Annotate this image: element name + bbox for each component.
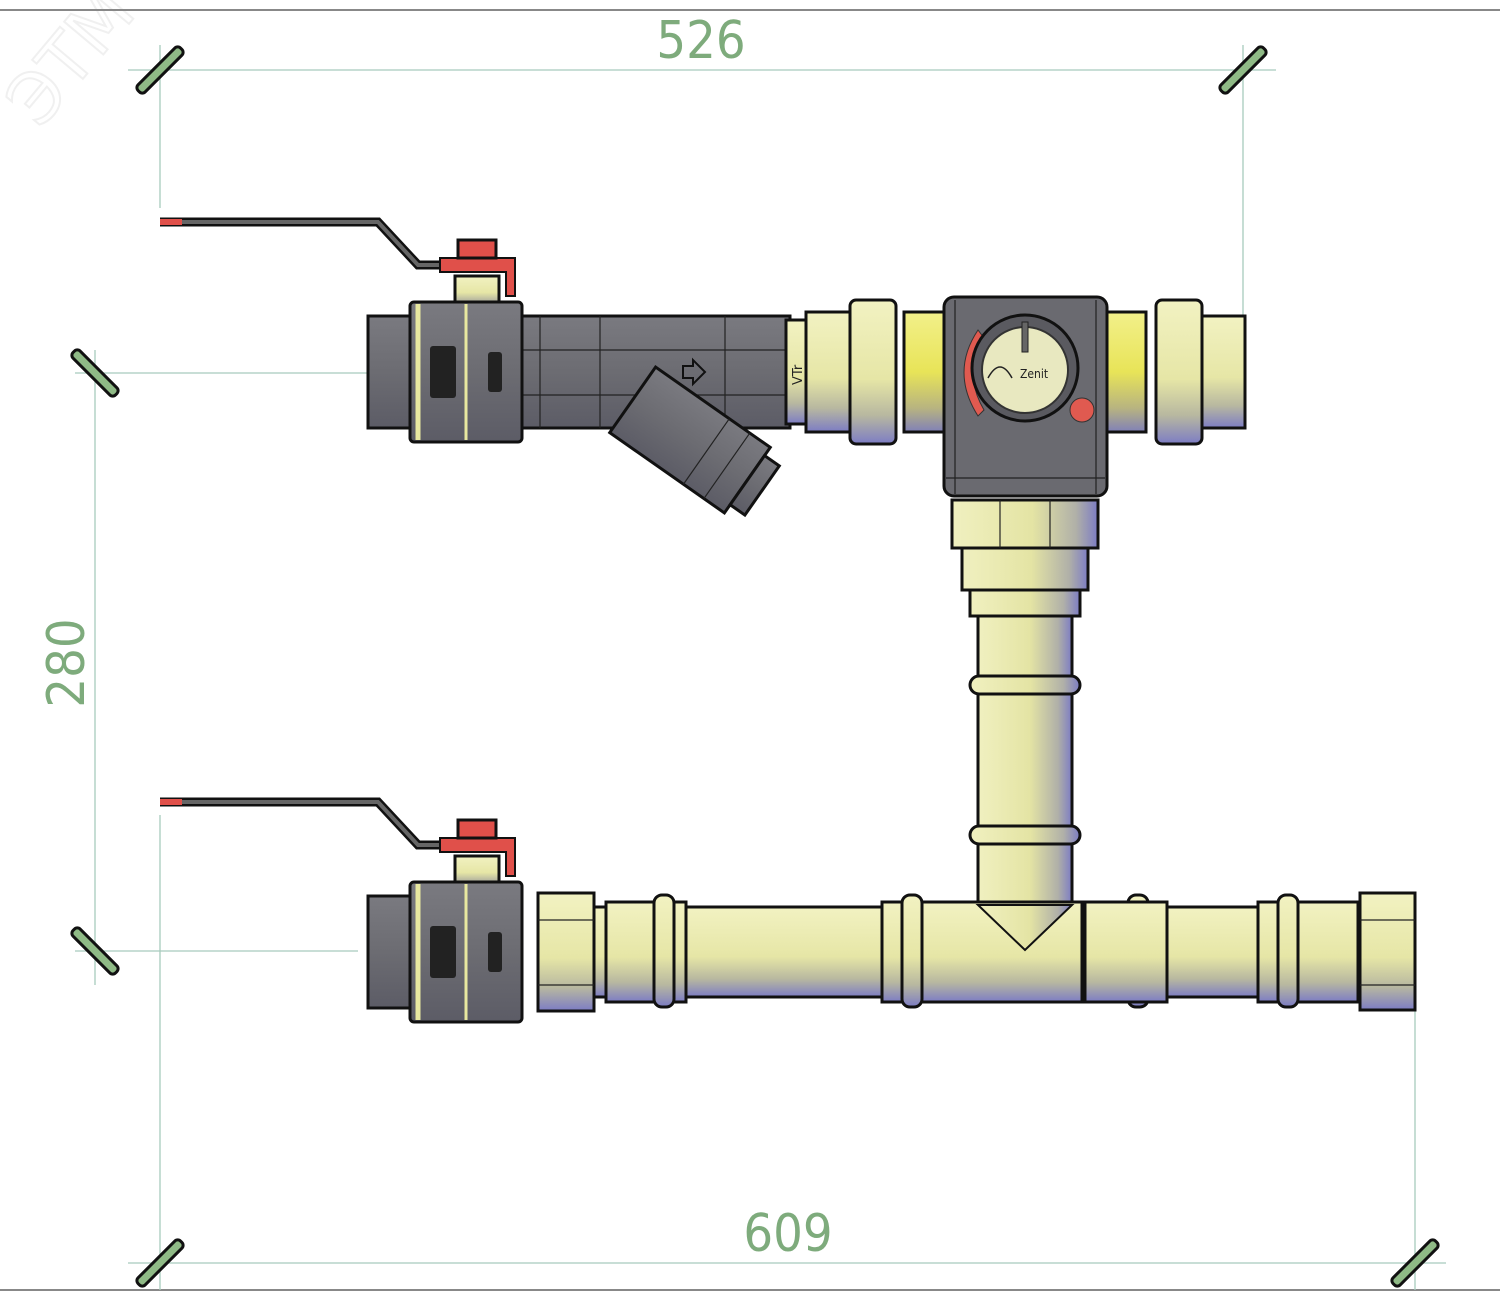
handle-tip — [160, 799, 182, 805]
dimension-tick — [70, 926, 120, 976]
dimension-bottom-value: 609 — [743, 1204, 832, 1264]
size-mark — [488, 352, 502, 392]
gauge-icon — [987, 366, 1013, 379]
brand-mark — [430, 926, 456, 978]
top-right-union — [1104, 298, 1247, 446]
dimension-tick — [1218, 45, 1268, 95]
actuator-label: Zenit — [1020, 367, 1048, 381]
flow-arrow-icon — [682, 357, 707, 387]
top-left-union: VTr — [784, 298, 946, 446]
ball-valve-top[interactable] — [160, 217, 524, 444]
strainer — [518, 314, 792, 518]
vertical-pipe — [950, 498, 1100, 912]
handle-tip — [160, 219, 182, 225]
knob-pointer — [1021, 321, 1029, 353]
bottom-pipe — [536, 891, 1417, 1013]
fitting-mark: VTr — [791, 364, 806, 385]
dimension-tick — [1390, 1238, 1440, 1288]
dimension-left: 280 — [37, 348, 368, 985]
brand-mark — [430, 346, 456, 398]
dimension-bottom: 609 — [128, 815, 1446, 1290]
dimension-tick — [135, 1238, 185, 1288]
dimension-tick — [135, 45, 185, 95]
dimension-top: 526 — [128, 11, 1276, 315]
dimension-top-value: 526 — [656, 11, 745, 71]
size-mark — [488, 932, 502, 972]
dimension-tick — [70, 348, 120, 398]
ball-valve-bottom[interactable] — [160, 797, 524, 1024]
dimension-left-value: 280 — [37, 618, 97, 707]
mixing-valve-actuator: Zenit — [942, 295, 1109, 498]
indicator-dot — [1069, 397, 1095, 423]
